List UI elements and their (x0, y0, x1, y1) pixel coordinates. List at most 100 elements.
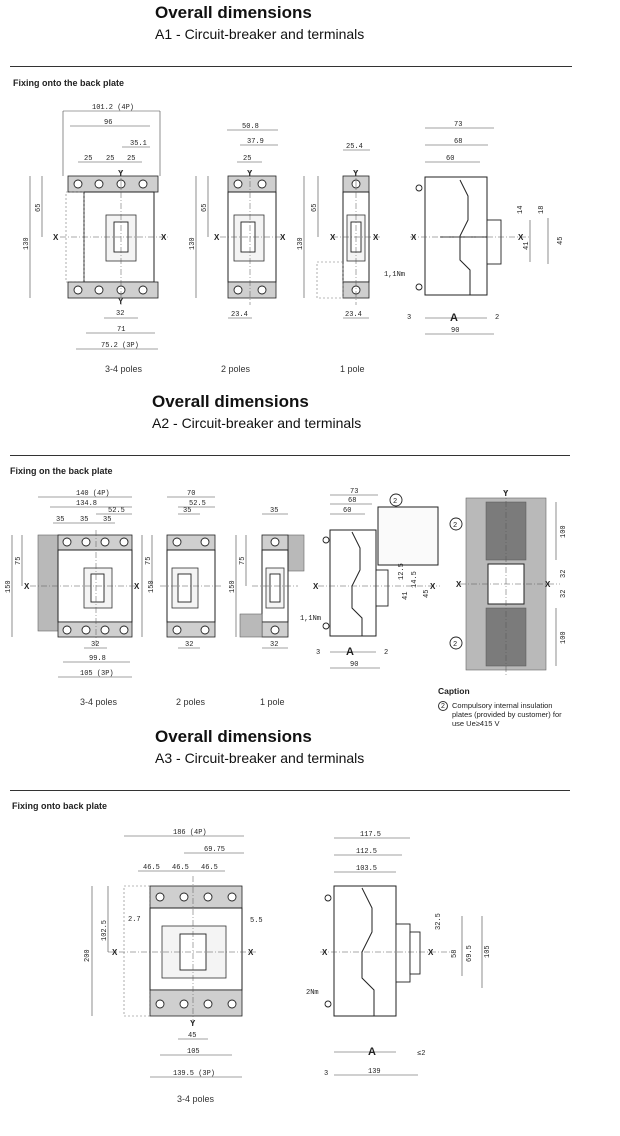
dim-label: 103.5 (356, 865, 377, 873)
dim-label: 58 (451, 950, 459, 958)
dim-label: 25.4 (346, 143, 363, 151)
dim-label: 32 (270, 641, 278, 649)
axis-x: X (53, 233, 59, 242)
dim-label: 2.7 (128, 916, 141, 924)
dim-label: 73 (454, 121, 462, 129)
dim-label: 200 (84, 949, 92, 962)
dim-label: 52.5 (108, 507, 125, 515)
dim-label: 50.8 (242, 123, 259, 131)
dim-label: 112.5 (356, 848, 377, 856)
a2-side-view: 73 68 60 X X 1,1Nm 2 12.5 14.5 41 45 A 3… (300, 488, 440, 669)
dim-label: 2 (384, 649, 388, 657)
dim-label: 105 (484, 945, 492, 958)
view-label: 3-4 poles (80, 697, 118, 707)
dim-label: 25 (243, 155, 251, 163)
axis-x: X (214, 233, 220, 242)
a2-drawings: 140 (4P) 134.8 52.5 35 35 35 X X 150 75 (5, 488, 568, 707)
axis-x: X (456, 580, 462, 589)
dim-label: 186 (4P) (173, 829, 207, 837)
axis-y: Y (353, 169, 359, 178)
dim-label: 134.8 (76, 500, 97, 508)
a1-front-2p: 50.8 37.9 25 X X Y 130 65 23.4 2 poles (189, 123, 286, 374)
dim-label: 68 (454, 138, 462, 146)
axis-x: X (161, 233, 167, 242)
a1-side-view: 73 68 60 X X 1,1Nm 14 18 41 45 A 3 2 9 (384, 121, 565, 335)
view-label: 3-4 poles (177, 1094, 215, 1104)
axis-y: Y (118, 169, 124, 178)
a2-front-2p: 70 52.5 35 150 75 32 2 poles (141, 490, 222, 707)
dim-label: 52.5 (189, 500, 206, 508)
dim-label: 2 (495, 314, 499, 322)
section-subtitle: A3 - Circuit-breaker and terminals (155, 750, 365, 766)
dim-label: 3 (324, 1070, 328, 1078)
dim-label: 35 (103, 516, 111, 524)
section-rule (10, 66, 572, 67)
fixing-label: Fixing onto the back plate (13, 78, 125, 88)
axis-x: X (373, 233, 379, 242)
dim-label: 100 (560, 631, 568, 644)
dim-label: 101.2 (4P) (92, 104, 134, 112)
dim-label: 45 (557, 237, 565, 245)
dim-label: 3 (316, 649, 320, 657)
dim-label: 5.5 (250, 917, 263, 925)
dim-label: 102.5 (101, 920, 109, 941)
dim-label: 46.5 (143, 864, 160, 872)
dim-label: 69.75 (204, 846, 225, 854)
axis-x: X (280, 233, 286, 242)
dim-label: 35 (80, 516, 88, 524)
dim-label: 37.9 (247, 138, 264, 146)
axis-x: X (545, 580, 551, 589)
dim-label: 32.5 (435, 913, 443, 930)
dim-label: 1,1Nm (384, 271, 405, 279)
dim-label: 150 (148, 580, 156, 593)
dim-label: 2Nm (306, 989, 319, 997)
axis-y: Y (247, 169, 253, 178)
axis-x: X (24, 582, 30, 591)
axis-x: X (330, 233, 336, 242)
callout-number: 2 (453, 522, 457, 530)
caption-number: 2 (438, 701, 448, 711)
view-label: 1 pole (260, 697, 285, 707)
dim-label: 150 (5, 580, 13, 593)
axis-y: Y (118, 297, 124, 306)
dim-label: 150 (229, 580, 237, 593)
dim-label: 139 (368, 1068, 381, 1076)
a2-front-4p: 140 (4P) 134.8 52.5 35 35 35 X X 150 75 (5, 490, 140, 707)
dim-label: 14.5 (411, 571, 419, 588)
dim-label: 90 (451, 327, 459, 335)
dim-label: 90 (350, 661, 358, 669)
dim-label: 45 (188, 1032, 196, 1040)
section-title: Overall dimensions (152, 392, 309, 411)
dim-label: 35.1 (130, 140, 147, 148)
dim-label: 32 (560, 590, 568, 598)
axis-x: X (313, 582, 319, 591)
dim-label: 41 (523, 242, 531, 250)
view-label: 2 poles (176, 697, 206, 707)
dim-label: 70 (187, 490, 195, 498)
axis-y: Y (190, 1019, 196, 1028)
dim-label: 32 (560, 570, 568, 578)
dim-label: 23.4 (231, 311, 248, 319)
a2-front-1p: 35 150 75 32 1 pole (229, 507, 305, 707)
dim-label: 75 (145, 557, 153, 565)
a1-front-4p: 101.2 (4P) 96 35.1 25 25 25 X X Y Y (23, 104, 170, 374)
dim-label: 100 (560, 525, 568, 538)
axis-x: X (134, 582, 140, 591)
dim-label: 12.5 (398, 563, 406, 580)
dim-label: 45 (423, 590, 431, 598)
section-title: Overall dimensions (155, 3, 312, 22)
dim-label: 46.5 (201, 864, 218, 872)
section-a1: Overall dimensions A1 - Circuit-breaker … (0, 0, 620, 390)
dim-label: 69.5 (466, 945, 474, 962)
axis-y: Y (503, 489, 509, 498)
dim-label: 60 (446, 155, 454, 163)
dim-label: 68 (348, 497, 356, 505)
section-rule (10, 790, 570, 791)
dim-label-a: A (368, 1046, 376, 1058)
caption-text: Compulsory internal insulation plates (p… (452, 701, 562, 728)
dim-label-a: A (346, 646, 354, 658)
view-label: 2 poles (221, 364, 251, 374)
a1-front-1p: 25.4 X X Y 130 65 23.4 1 pole (297, 143, 380, 374)
dim-label: 130 (189, 237, 197, 250)
dim-label: 65 (201, 204, 209, 212)
